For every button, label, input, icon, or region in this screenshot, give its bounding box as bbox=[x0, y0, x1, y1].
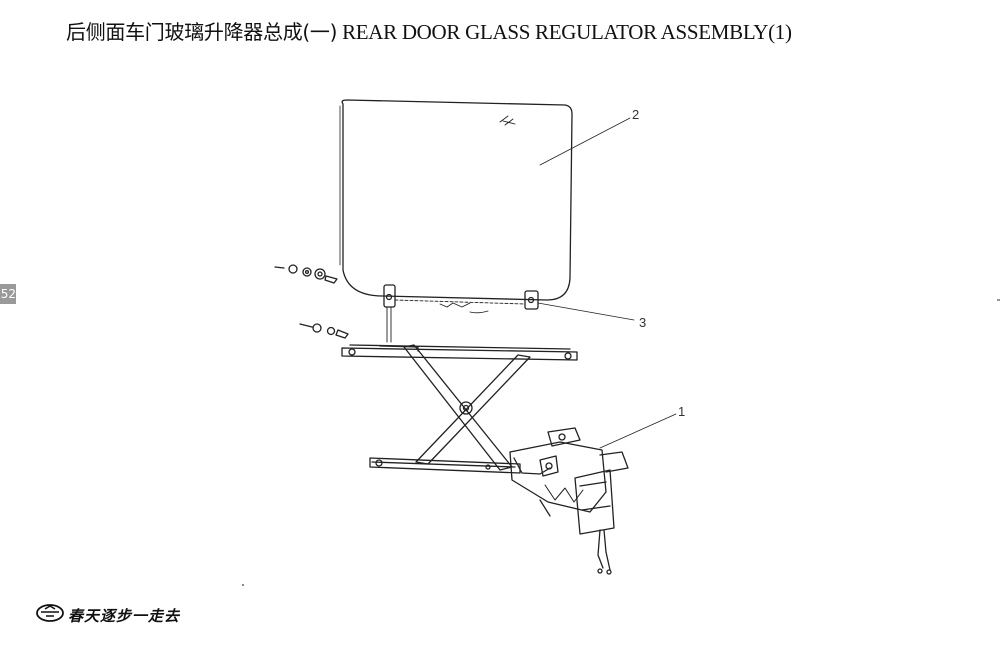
page-title: 后侧面车门玻璃升降器总成(一) REAR DOOR GLASS REGULATO… bbox=[66, 16, 792, 45]
regulator-motor-assembly bbox=[509, 427, 629, 575]
regulator-upper-rail bbox=[341, 344, 578, 361]
regulator-lower-rail bbox=[369, 457, 521, 474]
leader-line-3 bbox=[537, 302, 635, 321]
callout-3: 3 bbox=[639, 315, 647, 330]
callout-2: 2 bbox=[632, 107, 640, 122]
leader-line-1 bbox=[599, 413, 677, 449]
callout-1: 1 bbox=[678, 404, 686, 419]
fastener-set-lower bbox=[299, 323, 349, 339]
glass-bracket-left bbox=[383, 284, 396, 308]
door-glass bbox=[341, 99, 573, 301]
brand-slogan: 春天逐步一走去 bbox=[68, 607, 181, 625]
page-number-tab: 52 bbox=[0, 284, 16, 304]
fastener-set-upper bbox=[274, 264, 338, 284]
title-chinese: 后侧面车门玻璃升降器总成(一) bbox=[66, 20, 338, 44]
glass-bracket-right bbox=[524, 290, 539, 310]
brand-logo-icon bbox=[36, 604, 64, 622]
leader-line-2 bbox=[539, 117, 631, 166]
title-english: REAR DOOR GLASS REGULATOR ASSEMBLY(1) bbox=[342, 20, 792, 44]
